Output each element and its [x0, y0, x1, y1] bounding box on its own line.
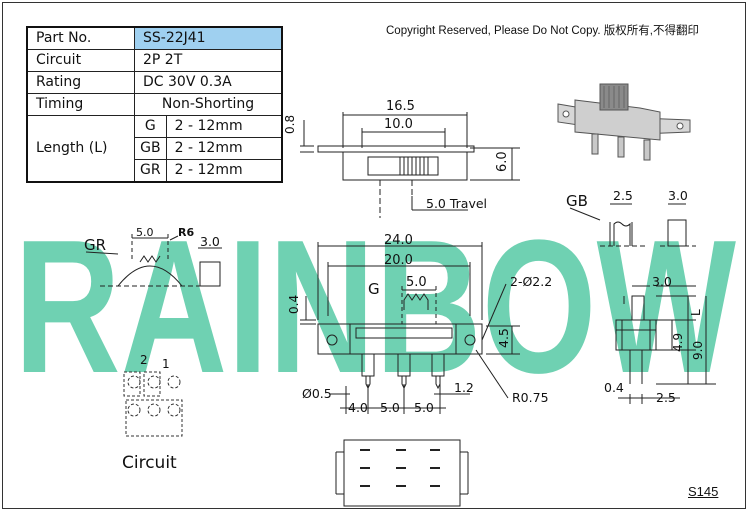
bottom-view — [335, 439, 469, 507]
gr-actuator-profile — [85, 234, 222, 287]
dim-front-inner: 20.0 — [384, 253, 413, 268]
dim-top-thickness: 0.8 — [283, 115, 297, 134]
dim-side-total: 9.0 — [691, 341, 705, 360]
dim-gr-radius: R6 — [178, 226, 194, 239]
spec-row-rating: Rating DC 30V 0.3A — [26, 71, 283, 94]
dim-travel: 5.0 Travel — [426, 196, 487, 211]
dim-side-body: 4.9 — [671, 333, 685, 352]
length-range: 2 - 12mm — [165, 115, 283, 138]
spec-row-circuit: Circuit 2P 2T — [26, 49, 283, 72]
dim-front-overall: 24.0 — [384, 233, 413, 248]
dim-front-actuator: 5.0 — [406, 275, 427, 290]
side-view — [615, 285, 716, 404]
length-code: GR — [134, 159, 167, 183]
circuit-pole-1: 1 — [162, 357, 170, 371]
timing-label: Timing — [26, 93, 135, 116]
part-no-value: SS-22J41 — [134, 26, 283, 50]
length-range: 2 - 12mm — [165, 137, 283, 160]
dim-pin-pitch-2: 5.0 — [380, 400, 400, 415]
label-gr: GR — [84, 236, 106, 254]
length-label: Length (L) — [26, 115, 135, 183]
spec-row-timing: Timing Non-Shorting — [26, 93, 283, 116]
dim-radius: R0.75 — [512, 390, 549, 405]
dim-top-overall: 16.5 — [386, 99, 415, 114]
rating-label: Rating — [26, 71, 135, 94]
circuit-caption: Circuit — [122, 453, 177, 473]
dim-pin-pitch-3: 5.0 — [414, 400, 434, 415]
dim-side-l: L — [689, 309, 703, 316]
dim-gb-width: 2.5 — [613, 188, 633, 203]
dim-pin-diameter: Ø0.5 — [302, 386, 332, 401]
gb-actuator-profile — [569, 203, 696, 247]
dim-side-pitch: 2.5 — [656, 390, 676, 405]
component-illustration — [557, 83, 691, 161]
circuit-pole-2: 2 — [140, 353, 148, 367]
length-code: G — [134, 115, 167, 138]
spec-row-part-no: Part No. SS-22J41 — [26, 26, 283, 50]
copyright-notice: Copyright Reserved, Please Do Not Copy. … — [386, 25, 699, 37]
circuit-value: 2P 2T — [134, 49, 283, 72]
part-no-label: Part No. — [26, 26, 135, 50]
length-range: 2 - 12mm — [165, 159, 283, 183]
dim-front-thickness: 0.4 — [287, 295, 301, 314]
spec-row-length-g: Length (L) G 2 - 12mm — [26, 115, 283, 183]
label-front-g: G — [368, 280, 380, 298]
circuit-label: Circuit — [26, 49, 135, 72]
length-code: GB — [134, 137, 167, 160]
dim-side-top: 3.0 — [652, 274, 672, 289]
dim-pin-pitch-1: 4.0 — [348, 400, 368, 415]
dim-top-inner: 10.0 — [384, 117, 413, 132]
top-view — [300, 112, 520, 218]
circuit-diagram — [123, 371, 183, 437]
drawing-code: S145 — [688, 484, 719, 499]
watermark-text: RAINBOW — [14, 201, 737, 413]
rating-value: DC 30V 0.3A — [134, 71, 283, 94]
dim-front-holes: 2-Ø2.2 — [510, 274, 552, 289]
dim-gr-height: 3.0 — [200, 234, 220, 249]
dim-top-height: 6.0 — [495, 151, 510, 172]
label-gb: GB — [566, 192, 588, 210]
spec-table: Part No. SS-22J41 Circuit 2P 2T Rating D… — [26, 26, 283, 183]
spec-row-length-gr: GR 2 - 12mm — [27, 159, 283, 183]
dim-front-height: 4.5 — [496, 328, 511, 348]
front-view — [300, 242, 520, 414]
dim-side-pin: 0.4 — [604, 380, 624, 395]
dim-gb-height: 3.0 — [668, 188, 688, 203]
timing-value: Non-Shorting — [134, 93, 283, 116]
spec-row-length-gb: GB 2 - 12mm — [27, 137, 283, 160]
dim-pin-width: 1.2 — [454, 380, 474, 395]
dim-gr-width: 5.0 — [136, 226, 154, 239]
